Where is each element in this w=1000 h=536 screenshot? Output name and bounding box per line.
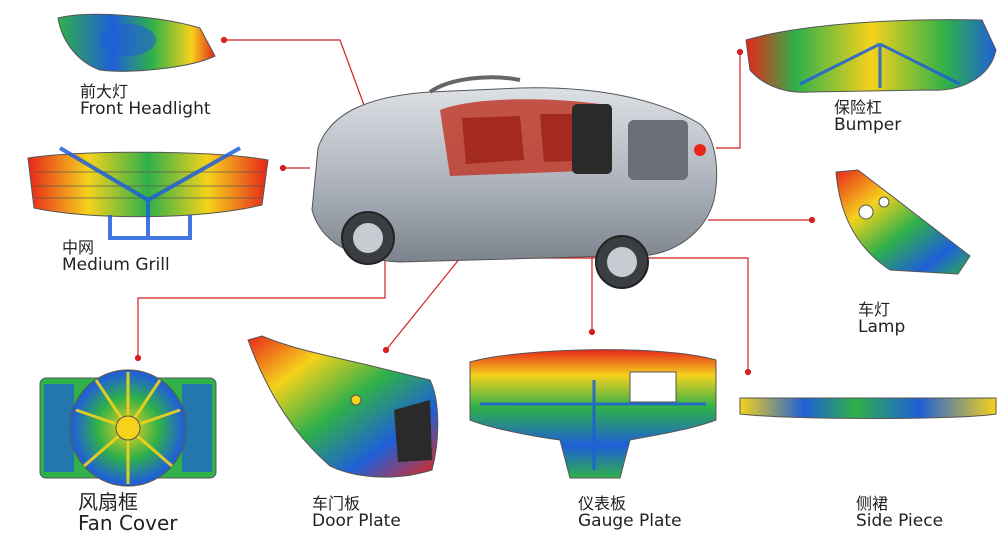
label-door: 车门板 Door Plate: [312, 494, 401, 531]
label-grill: 中网 Medium Grill: [62, 238, 170, 275]
lamp-part: [835, 169, 971, 275]
label-gauge: 仪表板 Gauge Plate: [578, 494, 682, 531]
leader-door: [385, 251, 466, 351]
gauge-en: Gauge Plate: [578, 510, 682, 531]
label-headlight: 前大灯 Front Headlight: [80, 82, 211, 119]
side-en: Side Piece: [856, 510, 944, 531]
label-fan: 风扇框 Fan Cover: [78, 492, 178, 534]
leader-headlight: [224, 39, 365, 106]
leader-side: [512, 257, 749, 372]
leader-dot-grill: [279, 164, 287, 172]
bumper-cn: 保险杠: [834, 98, 883, 117]
label-bumper: 保险杠 Bumper: [834, 98, 902, 135]
grill-cn: 中网: [62, 238, 95, 257]
gauge-cn: 仪表板: [578, 494, 627, 513]
door-plate-part: [247, 335, 439, 478]
leader-dot-bumper: [736, 48, 744, 56]
door-en: Door Plate: [312, 510, 401, 531]
fan-en: Fan Cover: [78, 511, 178, 535]
grill-part: [27, 146, 269, 240]
bumper-en: Bumper: [834, 114, 902, 135]
bumper-part: [745, 19, 997, 93]
leader-dot-side: [744, 368, 752, 376]
label-lamp: 车灯 Lamp: [858, 300, 906, 337]
leader-bumper: [716, 52, 741, 149]
gauge-plate-part: [469, 349, 717, 479]
leader-dot-fan: [134, 354, 142, 362]
headlight-cn: 前大灯: [80, 82, 129, 101]
headlight-part: [57, 13, 216, 72]
lamp-cn: 车灯: [858, 300, 891, 319]
car-cutaway: [311, 75, 718, 289]
fan-cover-part: [39, 369, 217, 487]
side-piece-part: [739, 397, 997, 419]
leader-dot-door: [382, 346, 390, 354]
leader-dot-gauge: [588, 328, 596, 336]
headlight-en: Front Headlight: [80, 98, 211, 119]
door-cn: 车门板: [312, 494, 361, 513]
grill-en: Medium Grill: [62, 254, 170, 275]
side-cn: 侧裙: [856, 494, 889, 513]
label-side: 侧裙 Side Piece: [856, 494, 944, 531]
fan-cn: 风扇框: [78, 490, 138, 514]
leader-dot-lamp: [808, 216, 816, 224]
lamp-en: Lamp: [858, 316, 906, 337]
leader-dot-headlight: [220, 36, 228, 44]
